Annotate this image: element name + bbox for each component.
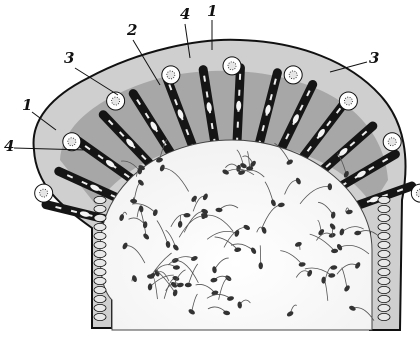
callout-1-top: 1	[207, 4, 217, 19]
side-cell	[378, 205, 390, 212]
side-cell	[378, 241, 390, 248]
side-cell	[94, 268, 106, 275]
side-cell	[378, 304, 390, 311]
round-cell	[284, 66, 302, 84]
side-cell	[378, 268, 390, 275]
side-cell	[378, 313, 390, 320]
side-cell	[378, 295, 390, 302]
side-cell	[94, 313, 106, 320]
side-cell	[94, 250, 106, 257]
side-cell	[94, 196, 106, 203]
side-cell	[94, 259, 106, 266]
callout-1-left: 1	[22, 98, 32, 113]
columnar-cell	[236, 68, 241, 144]
side-cell	[94, 295, 106, 302]
side-cell	[94, 223, 106, 230]
round-cell	[162, 66, 180, 84]
round-cell	[339, 92, 357, 110]
round-cell	[383, 133, 401, 151]
side-cell	[94, 205, 106, 212]
callout-4-top: 4	[180, 7, 190, 22]
round-cell	[107, 92, 125, 110]
side-cell	[378, 277, 390, 284]
callout-3-left: 3	[64, 51, 74, 66]
side-cell	[378, 286, 390, 293]
callout-3-right: 3	[369, 51, 379, 66]
side-cell	[378, 259, 390, 266]
callout-4-left: 4	[4, 139, 14, 154]
side-cell	[378, 196, 390, 203]
side-cell	[94, 286, 106, 293]
side-cell	[94, 214, 106, 221]
side-cell	[94, 304, 106, 311]
round-cell	[35, 184, 53, 202]
side-cell	[378, 232, 390, 239]
side-cell	[378, 250, 390, 257]
side-cell	[94, 232, 106, 239]
side-cell	[378, 214, 390, 221]
side-cell	[94, 277, 106, 284]
round-cell	[63, 133, 81, 151]
callout-2: 2	[127, 23, 137, 38]
round-cell	[223, 57, 241, 75]
side-cell	[378, 223, 390, 230]
side-cell	[94, 241, 106, 248]
